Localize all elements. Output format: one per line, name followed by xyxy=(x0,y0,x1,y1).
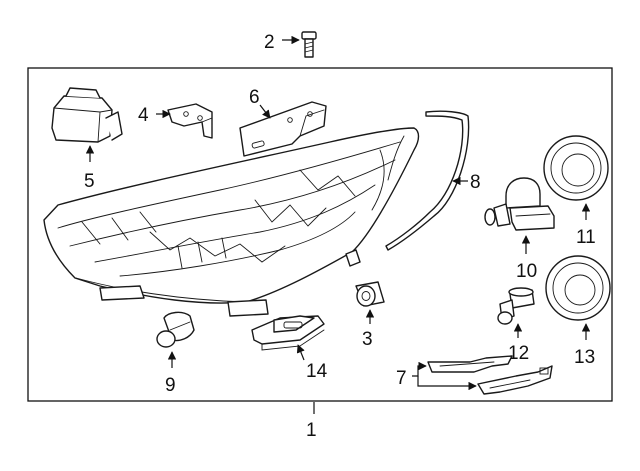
upper-cap[interactable] xyxy=(543,135,609,201)
ballast-module[interactable] xyxy=(251,315,325,351)
bulb-small[interactable] xyxy=(497,287,535,325)
lower-cap[interactable] xyxy=(545,255,611,321)
callout-9[interactable]: 9 xyxy=(165,375,176,396)
callout-13[interactable]: 13 xyxy=(574,347,595,368)
headlamp-assembly[interactable] xyxy=(43,127,420,317)
seal-strip[interactable] xyxy=(385,110,470,251)
large-bracket[interactable] xyxy=(239,101,327,157)
callout-7[interactable]: 7 xyxy=(396,368,407,389)
bulb-main[interactable] xyxy=(484,177,555,231)
control-module[interactable] xyxy=(51,87,123,143)
callout-12[interactable]: 12 xyxy=(508,343,529,364)
leader-14 xyxy=(296,344,305,361)
callout-1[interactable]: 1 xyxy=(306,420,317,441)
leader-7a xyxy=(412,361,427,377)
callout-2[interactable]: 2 xyxy=(264,32,275,53)
callout-4[interactable]: 4 xyxy=(138,105,149,126)
trim-bracket-upper[interactable] xyxy=(427,355,513,373)
callout-6[interactable]: 6 xyxy=(249,87,260,108)
small-bracket[interactable] xyxy=(167,103,213,139)
bolt[interactable] xyxy=(301,31,317,58)
callout-14[interactable]: 14 xyxy=(306,361,328,382)
trim-bracket-lower[interactable] xyxy=(477,365,553,395)
leader-7b xyxy=(417,376,477,391)
diagram-frame xyxy=(27,67,613,402)
elbow-connector[interactable] xyxy=(156,311,195,348)
callout-8[interactable]: 8 xyxy=(470,172,481,193)
callout-3[interactable]: 3 xyxy=(362,329,373,350)
callout-5[interactable]: 5 xyxy=(84,171,95,192)
cylinder-grommet[interactable] xyxy=(355,281,385,307)
callout-11[interactable]: 11 xyxy=(576,227,596,248)
callout-10[interactable]: 10 xyxy=(516,261,537,282)
leader-6 xyxy=(259,104,271,119)
